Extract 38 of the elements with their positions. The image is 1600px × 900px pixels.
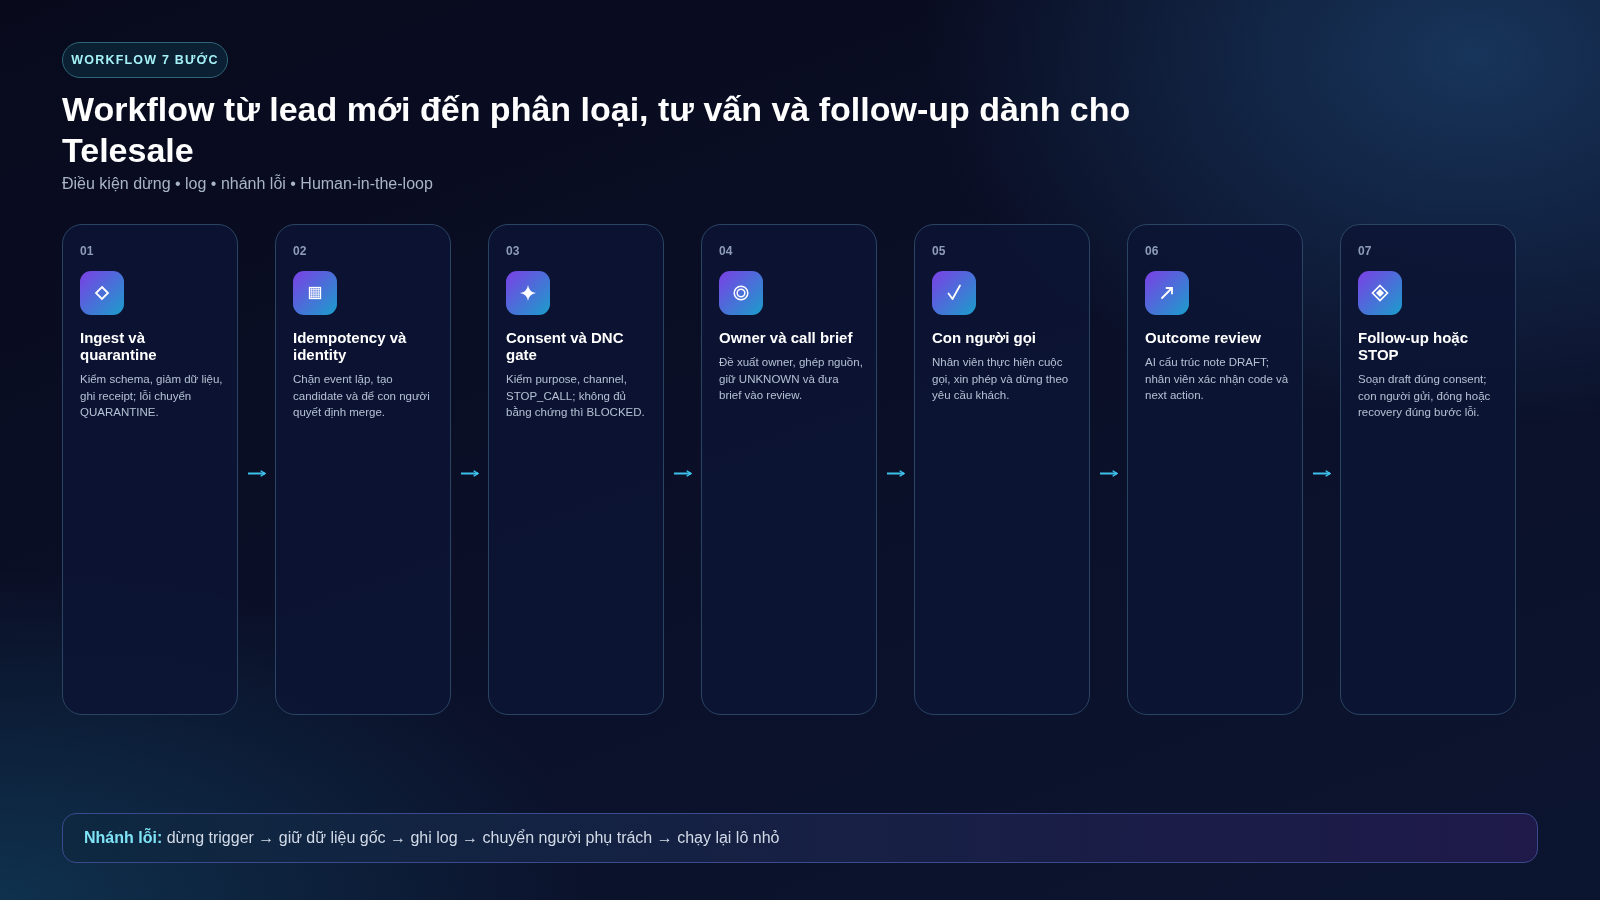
step-description: Chặn event lặp, tạo candidate và để con người quyết định merge. bbox=[293, 372, 431, 420]
step-title: Outcome review bbox=[1145, 329, 1261, 346]
step-number: 02 bbox=[293, 244, 307, 258]
step-description: Nhân viên thực hiện cuộc gọi, xin phép và dừng theo yêu cầu khách. bbox=[932, 355, 1070, 403]
page-title: Workflow từ lead mới đến phân loại, tư vấn và follow-up dành cho Telesale bbox=[62, 89, 1132, 171]
step-number: 04 bbox=[719, 244, 733, 258]
step-number: 03 bbox=[506, 244, 520, 258]
subtitle: Điều kiện dừng • log • nhánh lỗi • Human-in-the-loop bbox=[62, 174, 433, 193]
step-description: Kiểm purpose, channel, STOP_CALL; không đủ bằng chứng thì BLOCKED. bbox=[506, 372, 646, 420]
step-number: 05 bbox=[932, 244, 946, 258]
error-branch-note: Nhánh lỗi: dừng trigger → giữ dữ liệu gốc → ghi log → chuyển người phụ trách → chạy lại lô nhỏ bbox=[62, 813, 1538, 863]
step-card bbox=[275, 224, 451, 715]
step-card bbox=[62, 224, 238, 715]
arrow bbox=[1099, 470, 1118, 477]
workflow-tag: WORKFLOW 7 BƯỚC bbox=[62, 42, 228, 78]
step-title: Consent và DNC gate bbox=[506, 329, 625, 363]
step-card bbox=[701, 224, 877, 715]
arrow bbox=[1312, 470, 1331, 477]
step-title: Idempotency và identity bbox=[293, 329, 408, 363]
step-title: Ingest và quarantine bbox=[80, 329, 158, 363]
step-number: 06 bbox=[1145, 244, 1159, 258]
arrow bbox=[673, 470, 692, 477]
step-description: AI cấu trúc note DRAFT; nhân viên xác nhận code và next action. bbox=[1145, 355, 1290, 403]
step-description: Kiểm schema, giảm dữ liệu, ghi receipt; lỗi chuyển QUARANTINE. bbox=[80, 372, 224, 420]
arrow bbox=[460, 470, 479, 477]
step-card bbox=[488, 224, 664, 715]
step-title: Owner và call brief bbox=[719, 329, 853, 346]
step-card bbox=[1127, 224, 1303, 715]
step-description: Soạn draft đúng consent; con người gửi, đóng hoặc recovery đúng bước lỗi. bbox=[1358, 372, 1492, 420]
step-number: 01 bbox=[80, 244, 94, 258]
step-title: Follow-up hoặc STOP bbox=[1358, 329, 1469, 363]
step-card bbox=[914, 224, 1090, 715]
arrow bbox=[247, 470, 266, 477]
step-description: Đề xuất owner, ghép nguồn, giữ UNKNOWN và đưa brief vào review. bbox=[719, 355, 864, 403]
step-card bbox=[1340, 224, 1516, 715]
arrow bbox=[886, 470, 905, 477]
step-number: 07 bbox=[1358, 244, 1372, 258]
step-title: Con người gọi bbox=[932, 329, 1036, 346]
